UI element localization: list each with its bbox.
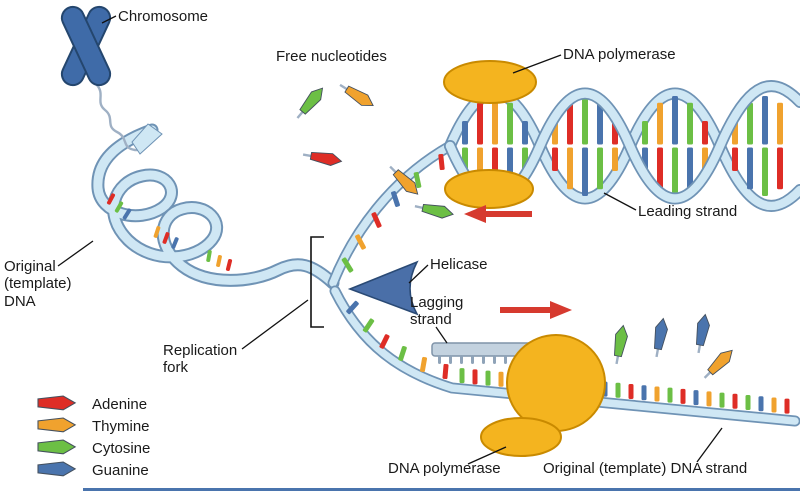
label-dna-polymerase-bottom: DNA polymerase [388, 460, 501, 477]
chromosome-shape [60, 5, 112, 87]
legend-label-cytosine: Cytosine [92, 440, 151, 457]
leader-original-dna [57, 240, 94, 267]
leader-dna-polymerase-bottom [467, 446, 507, 465]
free-nucleotide-cytosine [296, 83, 328, 119]
figure-bottom-border [83, 488, 800, 491]
label-replication-fork: Replication fork [163, 342, 238, 377]
label-original-template-dna: Original (template) DNA [4, 258, 72, 310]
label-chromosome: Chromosome [118, 8, 209, 25]
label-leading-strand: Leading strand [638, 203, 738, 220]
free-nucleotide-thymine [703, 345, 737, 379]
dna-polymerase-lagging-blob [506, 334, 606, 432]
label-free-nucleotides: Free nucleotides [276, 48, 387, 65]
free-nucleotide-adenine [302, 149, 343, 168]
leading-direction-arrow [464, 205, 532, 223]
label-dna-polymerase-top: DNA polymerase [563, 46, 676, 63]
dna-polymerase-top-blob [443, 60, 537, 104]
fork-lower-bases [346, 300, 449, 380]
label-original-template-dna-strand: Original (template) DNA strand [543, 460, 748, 477]
leader-original-dna-strand [696, 427, 723, 463]
legend-chip-adenine [37, 395, 76, 411]
legend-label-adenine: Adenine [92, 396, 148, 413]
free-nucleotide-thymine [389, 165, 423, 199]
legend-chip-cytosine [37, 439, 76, 455]
dna-polymerase-top-lower-lobe [444, 169, 534, 209]
free-nucleotide-cytosine [414, 201, 455, 221]
replication-fork-strands [327, 140, 800, 427]
leader-replication-fork [241, 299, 309, 350]
free-nucleotide-guanine [693, 313, 712, 354]
label-lagging-strand: Lagging strand [410, 294, 464, 329]
free-nucleotide-thymine [339, 83, 377, 112]
free-nucleotide-guanine [651, 317, 670, 358]
leading-strand-base-pairs [462, 96, 783, 196]
coil-base-pairs [106, 193, 233, 271]
fork-upper-bases [341, 153, 445, 273]
leader-lagging-strand [435, 326, 448, 344]
leader-chromosome [101, 15, 117, 24]
leader-lines [57, 15, 723, 465]
free-nucleotides-top [296, 83, 455, 221]
leader-helicase [408, 264, 429, 284]
dna-polymerase-bottom-blob [480, 417, 562, 457]
coil-funnel [131, 123, 163, 155]
original-dna-coil [91, 123, 340, 290]
leader-dna-polymerase-top [512, 54, 562, 74]
free-nucleotide-cytosine [611, 324, 630, 365]
helicase-shape [347, 260, 419, 316]
legend-label-thymine: Thymine [92, 418, 150, 435]
label-helicase: Helicase [430, 256, 488, 273]
lagging-direction-arrow [500, 301, 572, 319]
replication-fork-bracket [310, 236, 324, 328]
legend-chip-guanine [37, 461, 76, 477]
legend-label-guanine: Guanine [92, 462, 149, 479]
legend [37, 395, 76, 477]
free-nucleotides-lagging [611, 313, 737, 379]
leader-leading-strand [603, 192, 637, 211]
legend-chip-thymine [37, 417, 76, 433]
